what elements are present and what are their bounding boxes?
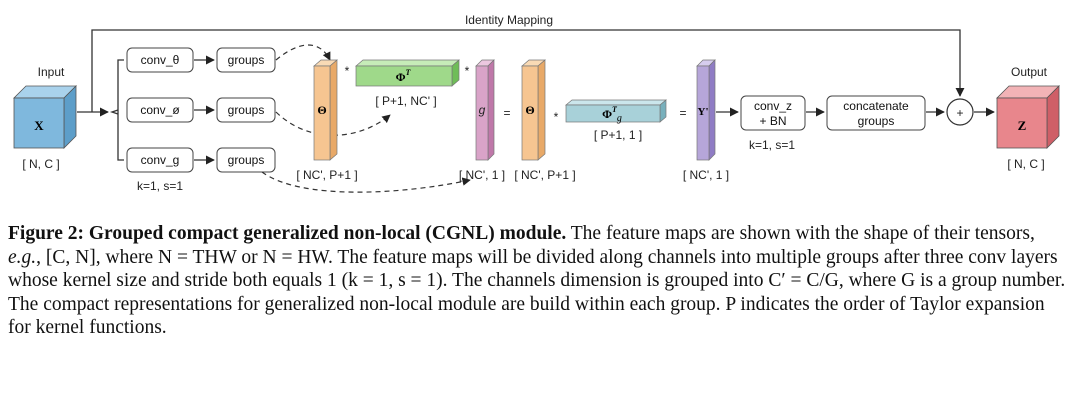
input-label: Input (38, 65, 65, 79)
identity-mapping-arrow (91, 29, 965, 112)
groups-box-3: groups (216, 147, 276, 173)
input-symbol: X (34, 118, 44, 133)
svg-text:ΦT: ΦT (396, 68, 412, 84)
svg-text:ΦTg: ΦTg (602, 105, 622, 124)
input-shape: [ N, C ] (22, 157, 59, 171)
theta-cube-2: Θ (521, 59, 546, 161)
mult-symbol-1: * (345, 64, 350, 78)
svg-text:conv_θ: conv_θ (141, 53, 180, 67)
g-cube: g (475, 59, 495, 161)
svg-text:conv_g: conv_g (141, 153, 180, 167)
caption-text-1: The feature maps are shown with the shap… (566, 223, 1035, 244)
output-shape: [ N, C ] (1007, 157, 1044, 171)
svg-text:Θ: Θ (525, 103, 534, 117)
svg-text:conv_ø: conv_ø (140, 103, 180, 117)
mult-symbol-2: * (465, 64, 470, 78)
svg-text:+: + (956, 106, 963, 120)
groups-box-1: groups (216, 47, 276, 73)
input-cube: X (13, 85, 77, 149)
caption-text-2: e.g. (8, 246, 37, 268)
phi-t-g-cube: ΦTg (565, 99, 667, 124)
phi-shape: [ P+1, NC' ] (375, 94, 436, 108)
conv-phi-box: conv_ø (126, 97, 194, 123)
theta-shape-1: [ NC', P+1 ] (296, 168, 357, 182)
svg-text:Z: Z (1018, 118, 1027, 133)
conv-theta-box: conv_θ (126, 47, 194, 73)
svg-text:groups: groups (228, 53, 265, 67)
cgnl-diagram: Identity Mapping Input X [ N, C ] conv_θ… (13, 13, 1060, 193)
svg-text:groups: groups (858, 114, 895, 128)
g-shape: [ NC', 1 ] (459, 168, 505, 182)
phi-t-g-shape: [ P+1, 1 ] (594, 128, 642, 142)
phi-t-cube: ΦT (355, 59, 460, 87)
mult-symbol-3: * (554, 110, 559, 124)
conv-z-box: conv_z + BN (740, 95, 806, 131)
svg-text:g: g (479, 103, 486, 117)
svg-text:Θ: Θ (317, 103, 326, 117)
output-label: Output (1011, 65, 1048, 79)
equals-symbol-1: = (503, 106, 510, 120)
svg-text:groups: groups (228, 153, 265, 167)
groups-box-2: groups (216, 97, 276, 123)
concatenate-box: concatenate groups (826, 95, 926, 131)
split-bracket (117, 59, 124, 161)
caption-text-3: , [C, N], where N = THW or N = HW. The f… (8, 246, 1066, 339)
equals-symbol-2: = (679, 106, 686, 120)
figure-caption: Figure 2: Grouped compact generalized no… (8, 222, 1072, 340)
dashed-arrow-g (261, 171, 471, 193)
svg-text:+ BN: + BN (759, 114, 786, 128)
svg-text:conv_z: conv_z (754, 99, 792, 113)
theta-shape-2: [ NC', P+1 ] (514, 168, 575, 182)
conv-params: k=1, s=1 (137, 179, 183, 193)
sum-node: + (946, 98, 974, 126)
theta-cube-1: Θ (313, 59, 338, 161)
identity-mapping-label: Identity Mapping (465, 13, 553, 27)
dashed-arrow-theta (275, 44, 331, 61)
conv-z-params: k=1, s=1 (749, 138, 795, 152)
y-prime-shape: [ NC', 1 ] (683, 168, 729, 182)
y-prime-cube: Y' (696, 59, 716, 161)
svg-text:groups: groups (228, 103, 265, 117)
bracket-tip (109, 109, 119, 115)
svg-text:concatenate: concatenate (843, 99, 909, 113)
conv-g-box: conv_g (126, 147, 194, 173)
output-cube: Z (996, 85, 1060, 149)
caption-heading: Figure 2: Grouped compact generalized no… (8, 223, 567, 244)
svg-text:Y': Y' (698, 106, 709, 118)
